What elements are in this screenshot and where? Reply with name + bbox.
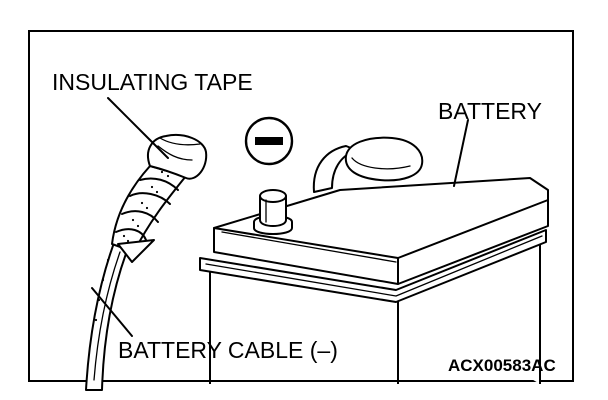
leader-battery-cable [91,287,133,337]
positive-terminal-cover [312,136,424,193]
leader-battery [453,119,469,187]
label-battery: BATTERY [438,98,542,124]
cable [85,231,133,391]
label-insulating-tape: INSULATING TAPE [52,69,253,95]
battery [199,136,549,384]
negative-terminal-symbol-icon [244,116,294,166]
label-battery-cable: BATTERY CABLE (–) [118,337,338,363]
battery-cable-negative [85,134,208,391]
battery-case-rim [199,229,547,303]
leader-insulating-tape [107,97,169,159]
figure-code: ACX00583AC [448,356,556,375]
negative-terminal-post [253,189,293,235]
cable-shading [94,170,170,322]
